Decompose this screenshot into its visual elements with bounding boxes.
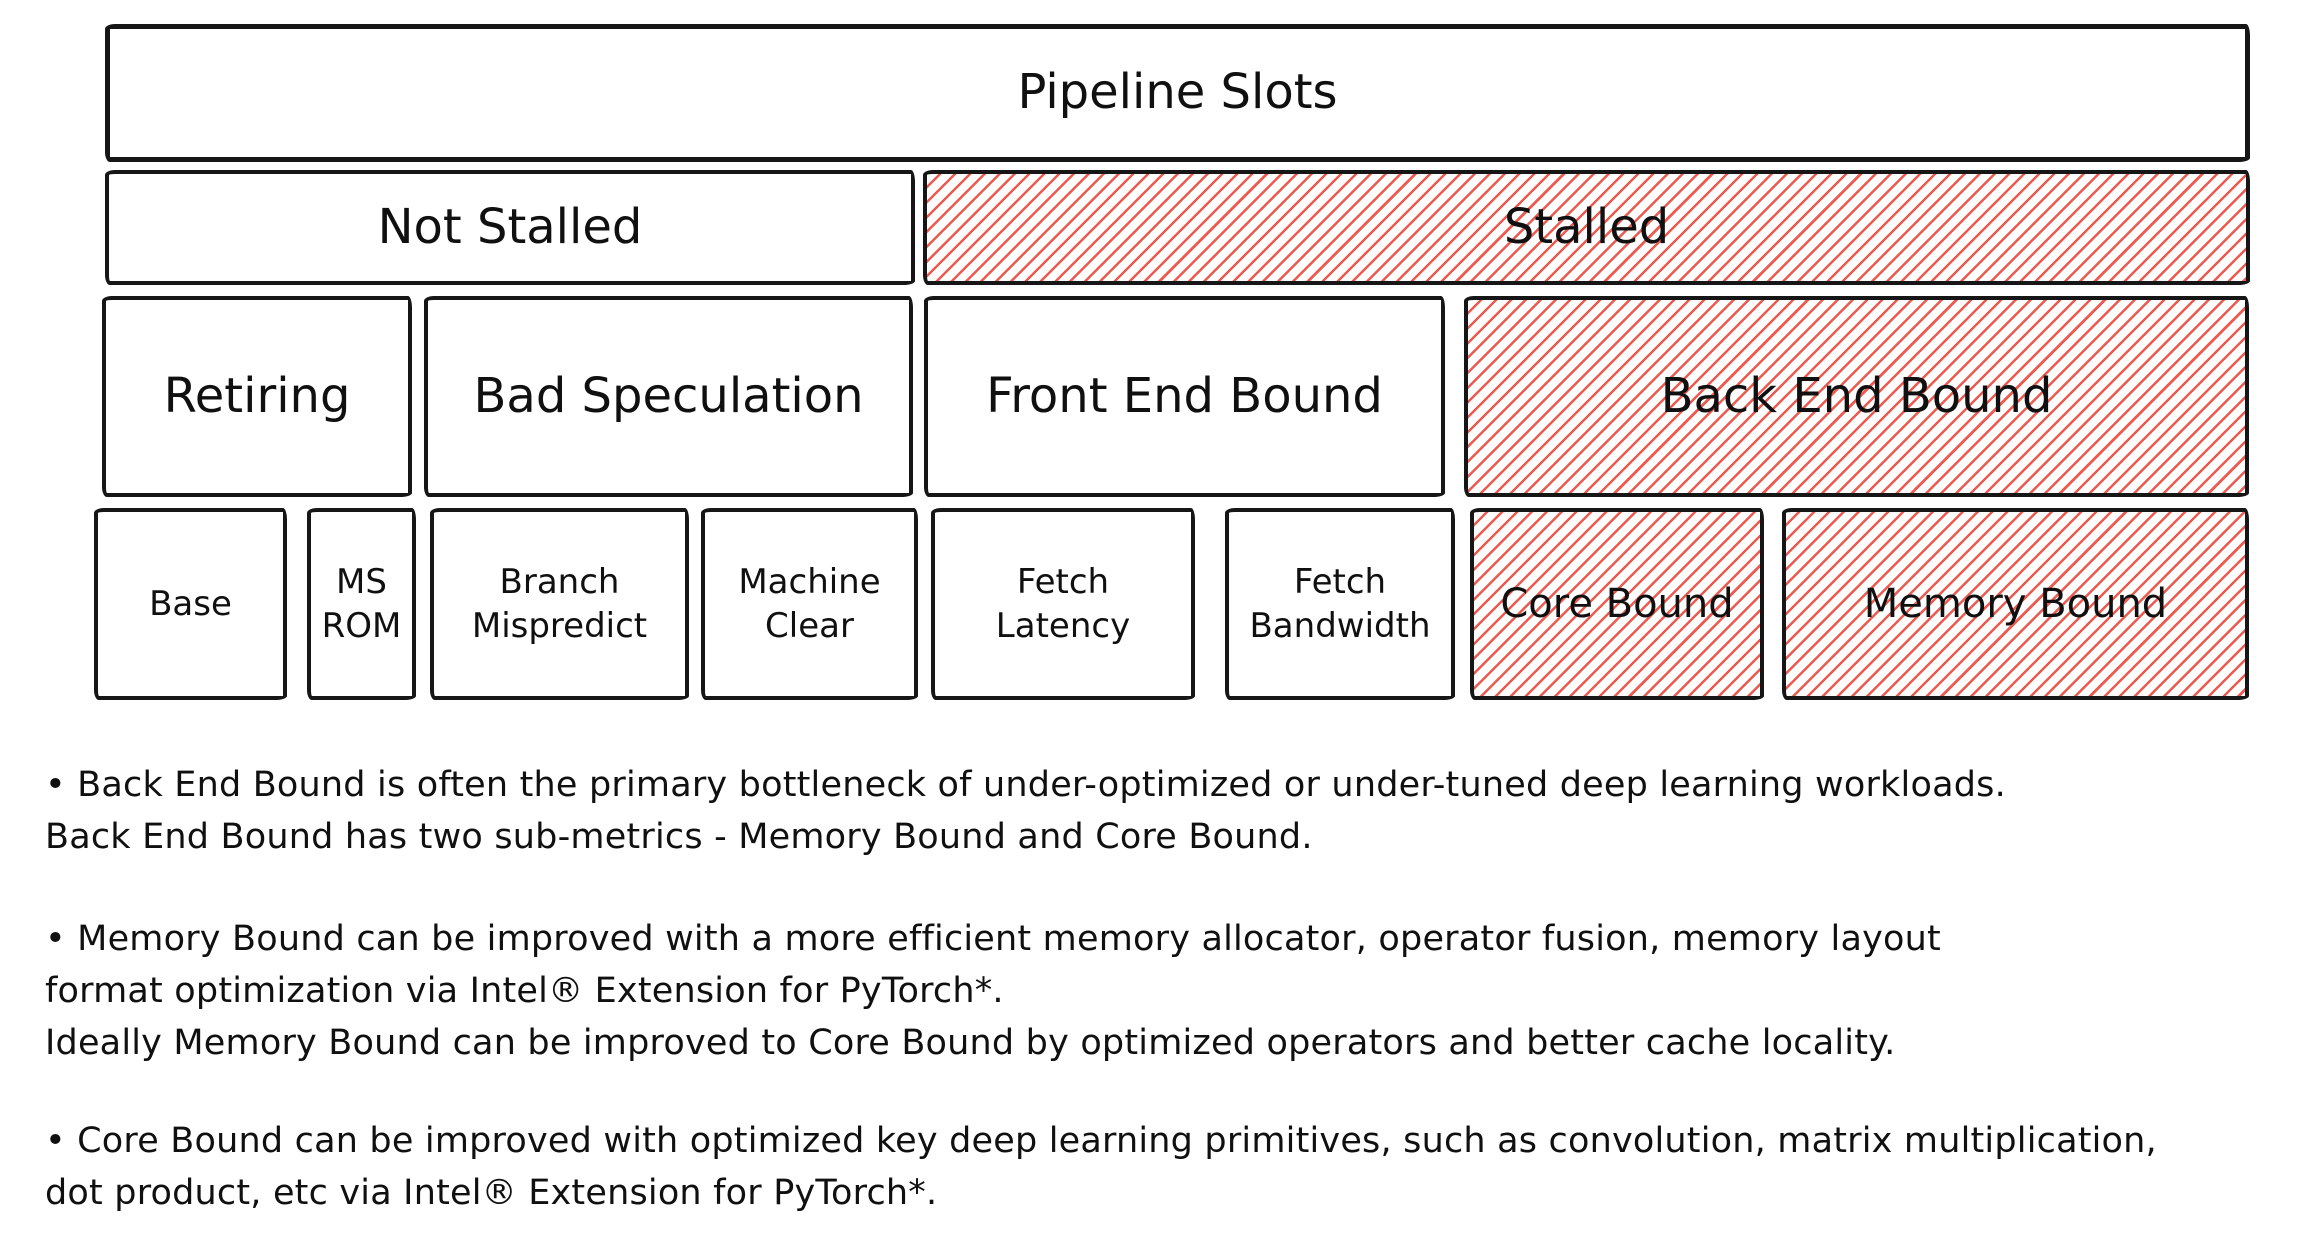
- box-core-bound: Core Bound: [1470, 508, 1764, 700]
- box-branch-mispredict: Branch Mispredict: [430, 508, 689, 700]
- back-end-bound-label: Back End Bound: [1660, 367, 2053, 424]
- note-line: • Memory Bound can be improved with a mo…: [45, 919, 1941, 959]
- box-bad-speculation: Bad Speculation: [424, 296, 913, 497]
- note-core-bound: • Core Bound can be improved with optimi…: [45, 1115, 2307, 1219]
- box-ms-rom: MS ROM: [307, 508, 416, 700]
- machine-clear-label: Machine: [738, 561, 881, 602]
- fetch-bandwidth-label: Fetch: [1293, 561, 1387, 602]
- box-memory-bound: Memory Bound: [1782, 508, 2249, 700]
- box-back-end-bound: Back End Bound: [1464, 296, 2249, 497]
- box-fetch-bandwidth: Fetch Bandwidth: [1225, 508, 1455, 700]
- bad-speculation-label: Bad Speculation: [473, 367, 864, 424]
- memory-bound-label: Memory Bound: [1863, 581, 2168, 627]
- box-retiring: Retiring: [102, 296, 412, 497]
- front-end-bound-label: Front End Bound: [986, 367, 1383, 424]
- box-stalled: Stalled: [923, 170, 2250, 285]
- note-memory-bound: • Memory Bound can be improved with a mo…: [45, 913, 2307, 1069]
- base-label: Base: [149, 583, 232, 624]
- note-back-end-bound: • Back End Bound is often the primary bo…: [45, 759, 2307, 863]
- not-stalled-label: Not Stalled: [377, 198, 643, 255]
- box-fetch-latency: Fetch Latency: [931, 508, 1195, 700]
- pipeline-slots-label: Pipeline Slots: [1017, 64, 1338, 121]
- note-line: • Back End Bound is often the primary bo…: [45, 765, 2006, 805]
- note-line: format optimization via Intel® Extension…: [45, 971, 1004, 1011]
- box-base: Base: [94, 508, 287, 700]
- box-front-end-bound: Front End Bound: [924, 296, 1445, 497]
- core-bound-label: Core Bound: [1500, 581, 1734, 627]
- retiring-label: Retiring: [163, 367, 351, 424]
- note-line: Ideally Memory Bound can be improved to …: [45, 1023, 1896, 1063]
- box-not-stalled: Not Stalled: [105, 170, 915, 285]
- note-line: • Core Bound can be improved with optimi…: [45, 1121, 2157, 1161]
- note-line: Back End Bound has two sub-metrics - Mem…: [45, 817, 1313, 857]
- note-line: dot product, etc via Intel® Extension fo…: [45, 1173, 938, 1213]
- fetch-latency-label: Fetch: [1016, 561, 1110, 602]
- stalled-label: Stalled: [1503, 198, 1670, 255]
- branch-mispredict-label: Branch: [499, 561, 620, 602]
- box-pipeline-slots: Pipeline Slots: [105, 24, 2250, 162]
- box-machine-clear: Machine Clear: [701, 508, 918, 700]
- ms-rom-label: MS: [336, 561, 387, 602]
